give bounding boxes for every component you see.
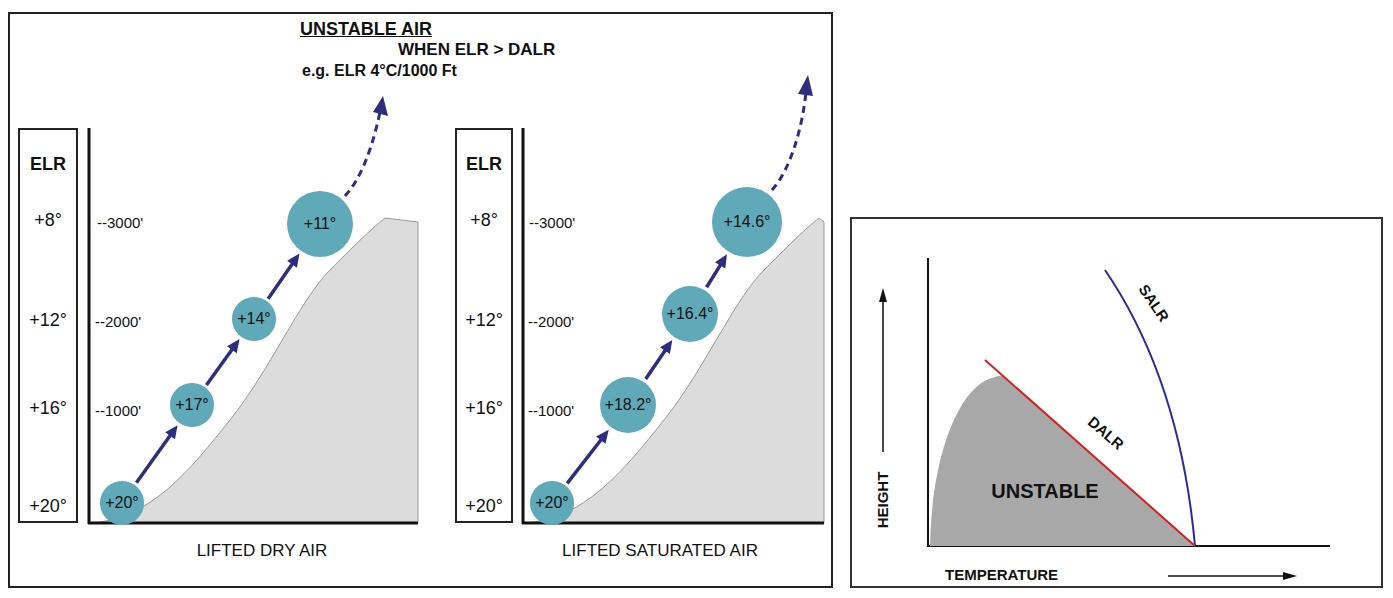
arrow-head: [879, 288, 887, 302]
parcel-temperature: +17°: [175, 396, 209, 414]
arrow-shaft: [646, 348, 667, 379]
axis-label: TEMPERATURE: [945, 566, 1058, 583]
arrow-head: [227, 339, 239, 353]
air-parcel: +11°: [287, 191, 353, 257]
parcel-temperature: +20°: [535, 494, 569, 512]
lift-arrow: [206, 339, 239, 385]
elr-column: ELR +8° +12° +16° +20°: [455, 128, 513, 523]
panel-frame: UNSTABLE AIRWHEN ELR > DALR e.g. ELR 4°C/…: [8, 12, 833, 588]
arrow-head: [1283, 572, 1297, 580]
hill-slope: [90, 218, 418, 523]
lift-arrow: [136, 425, 177, 483]
dalr-line: [985, 360, 1195, 546]
arrow-head: [373, 96, 388, 116]
altitude-label: --3000': [97, 214, 143, 231]
ground-line: [88, 522, 418, 525]
parcel-temperature: +14.6°: [724, 213, 771, 231]
region-shape: [930, 372, 1195, 546]
region-label: UNSTABLE: [991, 480, 1098, 503]
height-axis: [927, 258, 929, 547]
parcel-temperature: +18.2°: [605, 396, 652, 414]
arrow-shaft: [707, 263, 722, 287]
hill-slope: [524, 218, 824, 523]
altitude-label: --1000': [528, 402, 574, 419]
arrow-shaft: [206, 347, 233, 385]
arrow-shaft: [268, 262, 294, 299]
unstable-area: [930, 376, 1195, 546]
axis-label: HEIGHT: [874, 472, 891, 529]
lift-arrow: [707, 254, 727, 287]
air-parcel: +17°: [170, 383, 214, 427]
curve-label: DALR: [1085, 413, 1128, 453]
temperature-value: +20°: [20, 496, 76, 517]
temperature-value: +20°: [457, 496, 511, 517]
lift-arrow: [646, 340, 673, 379]
column-heading: ELR: [457, 154, 511, 175]
arrow-shaft: [136, 433, 171, 483]
altitude-label: --1000': [95, 402, 141, 419]
title-text: UNSTABLE AIR: [300, 19, 432, 40]
dashed-arrow: [345, 112, 380, 196]
arrow-head: [165, 425, 177, 439]
curve-label: SALR: [1135, 281, 1172, 325]
air-parcel: +14°: [232, 297, 276, 341]
parcel-temperature: +11°: [304, 215, 336, 233]
air-parcel: +14.6°: [712, 187, 782, 257]
air-parcel: +16.4°: [662, 286, 719, 343]
temperature-value: +8°: [457, 210, 511, 231]
temperature-value: +16°: [20, 398, 76, 419]
panel-caption: LIFTED DRY AIR: [197, 541, 328, 561]
parcel-temperature: +20°: [105, 494, 139, 512]
air-parcel: +20°: [100, 481, 144, 525]
lift-arrow: [567, 430, 609, 484]
panel-frame: [851, 218, 1382, 587]
height-axis: [88, 128, 91, 524]
altitude-label: --2000': [528, 313, 574, 330]
parcel-temperature: +14°: [237, 310, 271, 328]
arrow-shaft: [567, 438, 602, 484]
ground-line: [522, 522, 824, 525]
height-axis: [522, 128, 525, 524]
arrow-head: [596, 430, 609, 444]
dashed-arrow: [772, 92, 806, 190]
arrow-head: [715, 254, 727, 268]
air-parcel: +20°: [530, 481, 574, 525]
axis-arrow: [1168, 575, 1285, 577]
temperature-value: +12°: [20, 310, 76, 331]
axis-arrow: [882, 300, 884, 452]
temperature-value: +16°: [457, 398, 511, 419]
title-text: e.g. ELR 4°C/1000 Ft: [302, 62, 457, 80]
panel-caption: LIFTED SATURATED AIR: [562, 541, 758, 561]
air-parcel: +18.2°: [600, 377, 657, 434]
arrow-head: [287, 254, 299, 268]
arrow-head: [660, 340, 672, 354]
arrow-head: [798, 75, 813, 96]
parcel-temperature: +16.4°: [667, 305, 714, 323]
altitude-label: --3000': [529, 214, 575, 231]
lift-arrow: [268, 254, 299, 299]
title-text: WHEN ELR > DALR: [398, 40, 555, 60]
elr-column: ELR +8° +12° +16° +20°: [18, 128, 78, 523]
temperature-value: +8°: [20, 210, 76, 231]
unstable-region: UNSTABLE: [930, 372, 1195, 546]
temperature-value: +12°: [457, 310, 511, 331]
column-heading: ELR: [20, 154, 76, 175]
altitude-label: --2000': [95, 313, 141, 330]
